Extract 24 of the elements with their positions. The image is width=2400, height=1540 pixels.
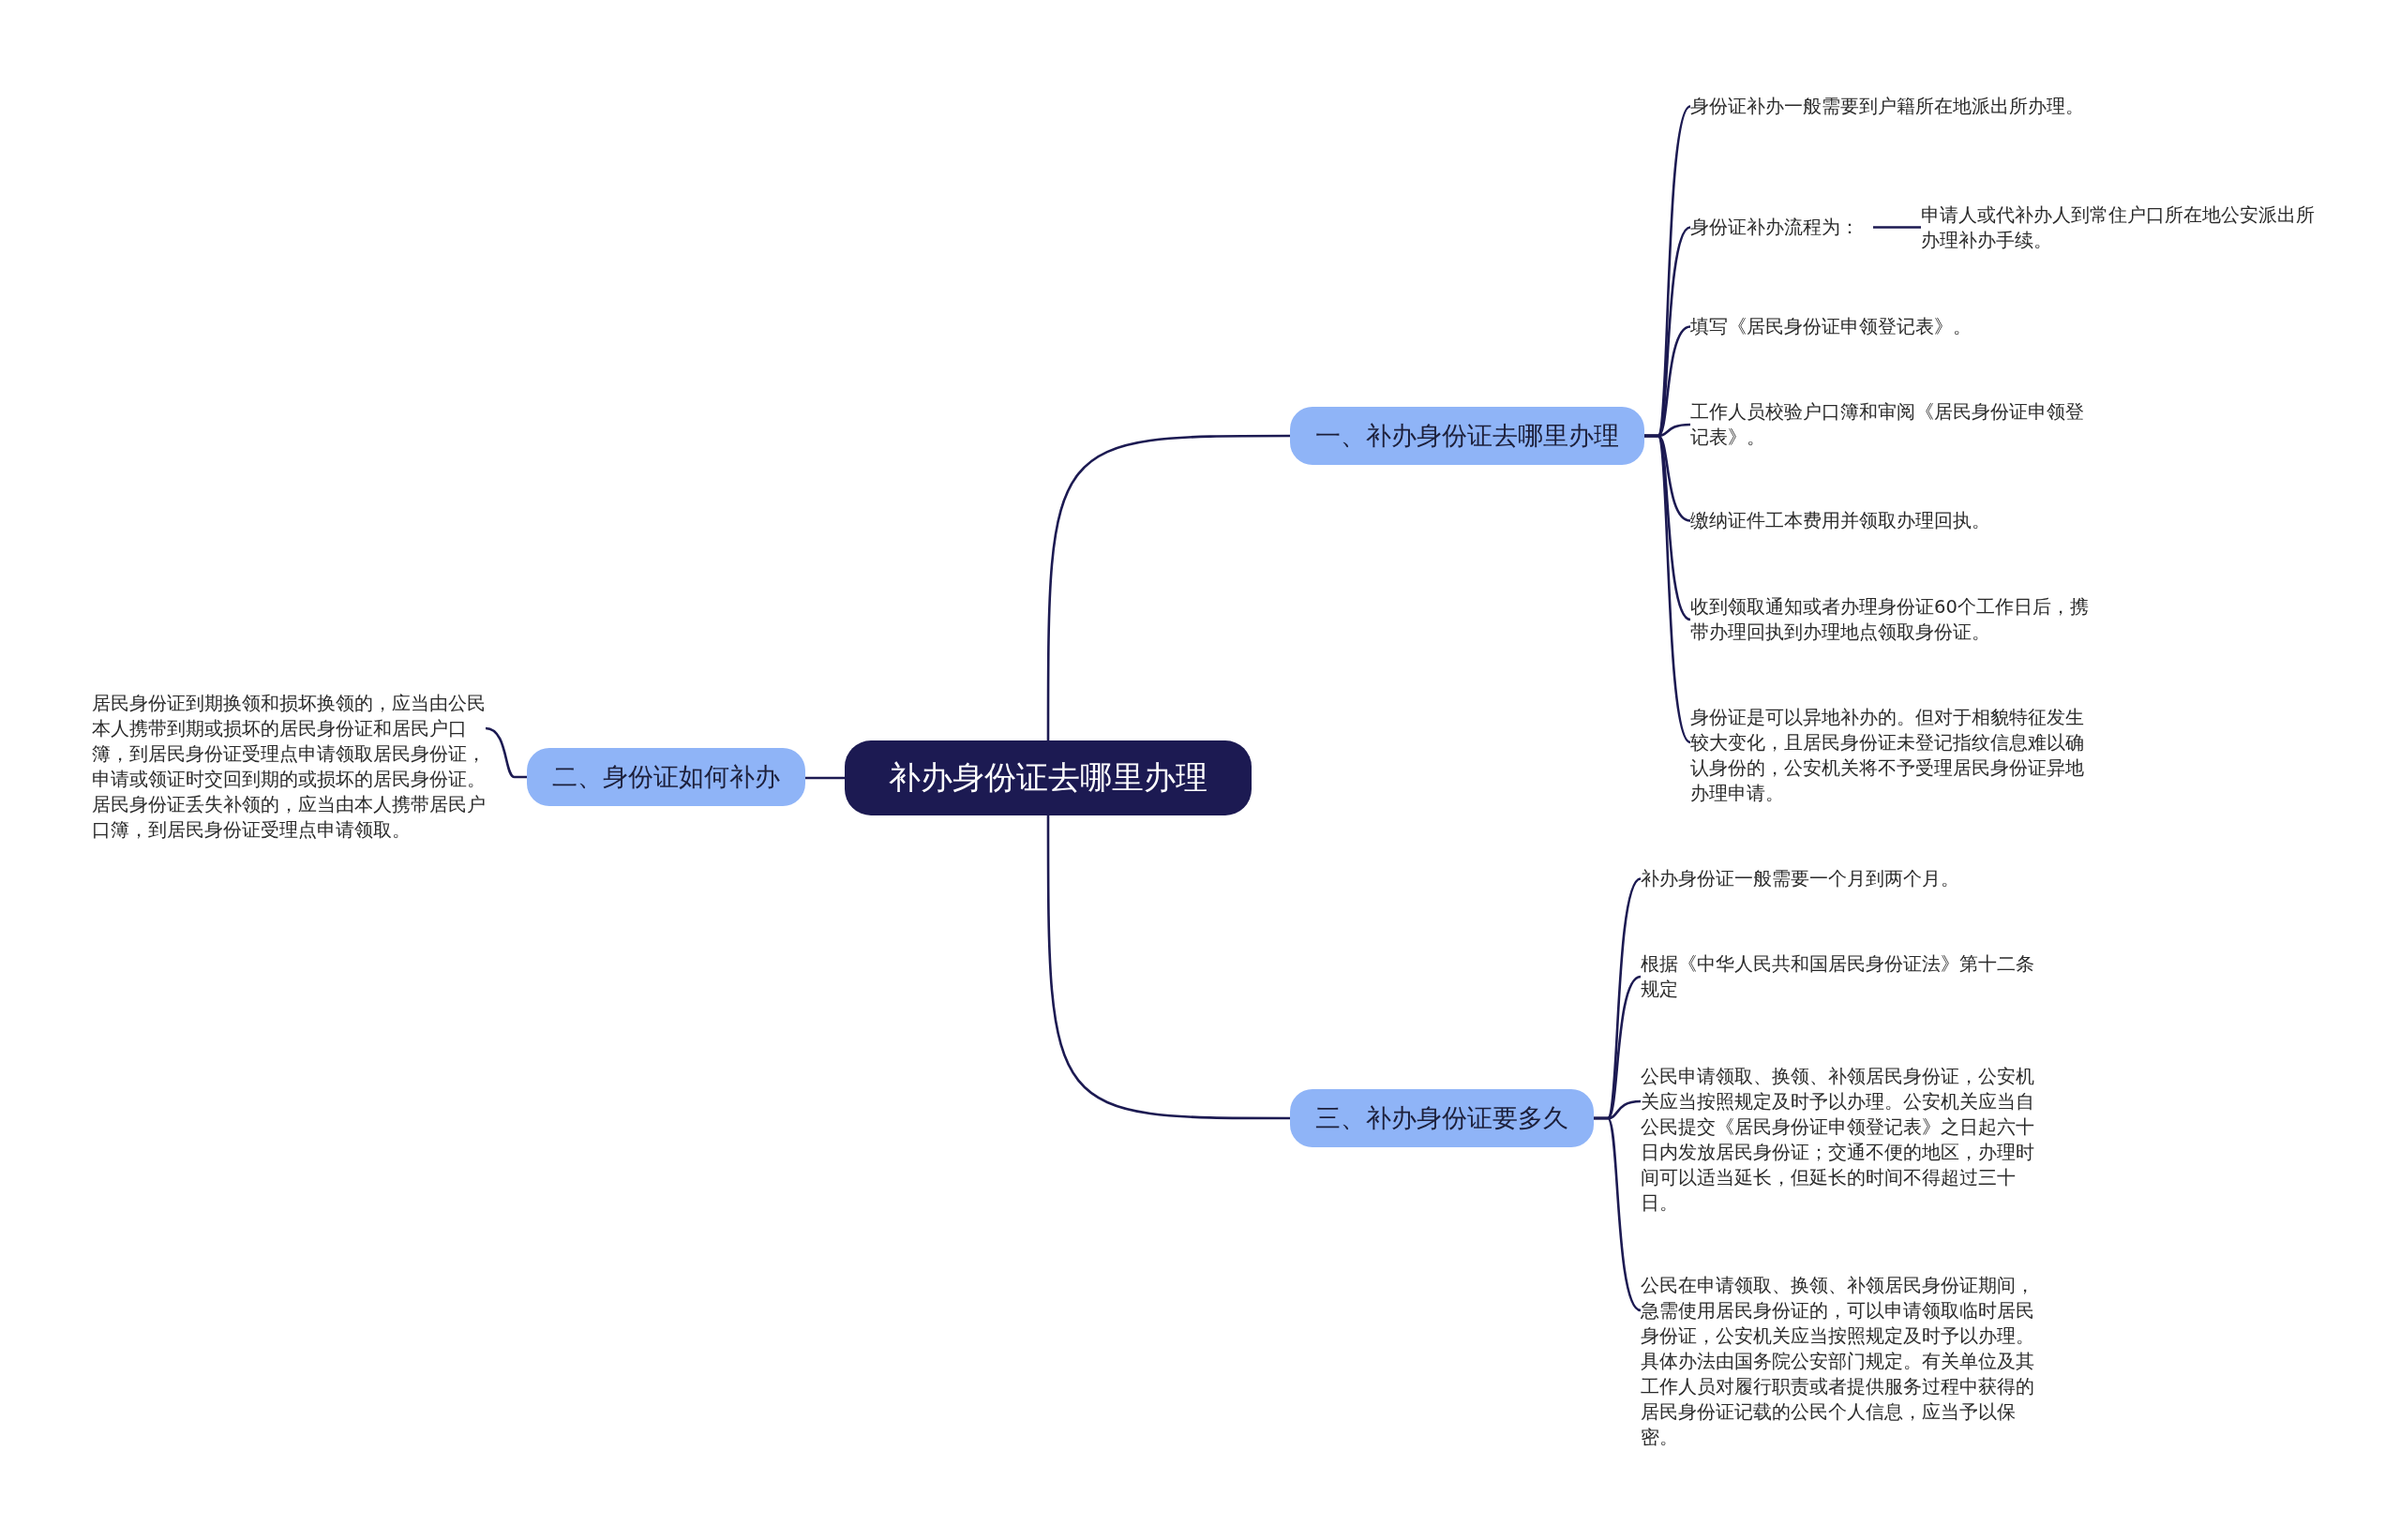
note-text: 工作人员校验户口簿和审阅《居民身份证申领登记表》。 bbox=[1690, 399, 2089, 450]
note-text: 身份证补办一般需要到户籍所在地派出所办理。 bbox=[1690, 94, 2089, 119]
note-text: 公民在申请领取、换领、补领居民身份证期间，急需使用居民身份证的，可以申请领取临时居民身份证，公安机关应当按照规定及时予以办理。具体办法由国务院公安部门规定。有关单位及其工作人员对履行职责或者提供服务过程中获得的居民身份证记载的公民个人信息，应当予以保密。 bbox=[1641, 1273, 2039, 1450]
note-text: 身份证是可以异地补办的。但对于相貌特征发生较大变化，且居民身份证未登记指纹信息难以确认身份的，公安机关将不予受理居民身份证异地办理申请。 bbox=[1690, 705, 2089, 806]
connector-line bbox=[1046, 434, 1290, 740]
topic-box: 二、身份证如何补办 bbox=[527, 748, 805, 806]
note-text: 居民身份证到期换领和损坏换领的，应当由公民本人携带到期或损坏的居民身份证和居民户口簿，到居民身份证受理点申请领取居民身份证，申请或领证时交回到期的或损坏的居民身份证。居民身份证丢失补领的，应当由本人携带居民户口簿，到居民身份证受理点申请领取。 bbox=[92, 691, 486, 843]
connector-line bbox=[1873, 226, 1921, 229]
connector-line bbox=[1594, 1116, 1642, 1312]
note-text: 填写《居民身份证申领登记表》。 bbox=[1690, 314, 2089, 339]
note-text: 缴纳证件工本费用并领取办理回执。 bbox=[1690, 508, 2089, 533]
connector-line bbox=[805, 776, 845, 780]
note-text: 申请人或代补办人到常住户口所在地公安派出所办理补办手续。 bbox=[1921, 202, 2315, 253]
note-text: 公民申请领取、换领、补领居民身份证，公安机关应当按照规定及时予以办理。公安机关应当自公民提交《居民身份证申领登记表》之日起六十日内发放居民身份证；交通不便的地区，办理时间可以适当延长，但延长的时间不得超过三十日。 bbox=[1641, 1064, 2039, 1216]
note-text: 身份证补办流程为： bbox=[1690, 215, 1873, 240]
topic-box: 三、补办身份证要多久 bbox=[1290, 1089, 1594, 1147]
connector-line bbox=[485, 726, 527, 779]
connector-line bbox=[1046, 815, 1290, 1120]
note-text: 根据《中华人民共和国居民身份证法》第十二条规定 bbox=[1641, 951, 2039, 1002]
note-text: 补办身份证一般需要一个月到两个月。 bbox=[1641, 866, 2039, 891]
topic-box: 一、补办身份证去哪里办理 bbox=[1290, 407, 1644, 465]
central-topic: 补办身份证去哪里办理 bbox=[845, 740, 1252, 815]
note-text: 收到领取通知或者办理身份证60个工作日后，携带办理回执到办理地点领取身份证。 bbox=[1690, 594, 2089, 645]
connector-line bbox=[1644, 434, 1691, 743]
